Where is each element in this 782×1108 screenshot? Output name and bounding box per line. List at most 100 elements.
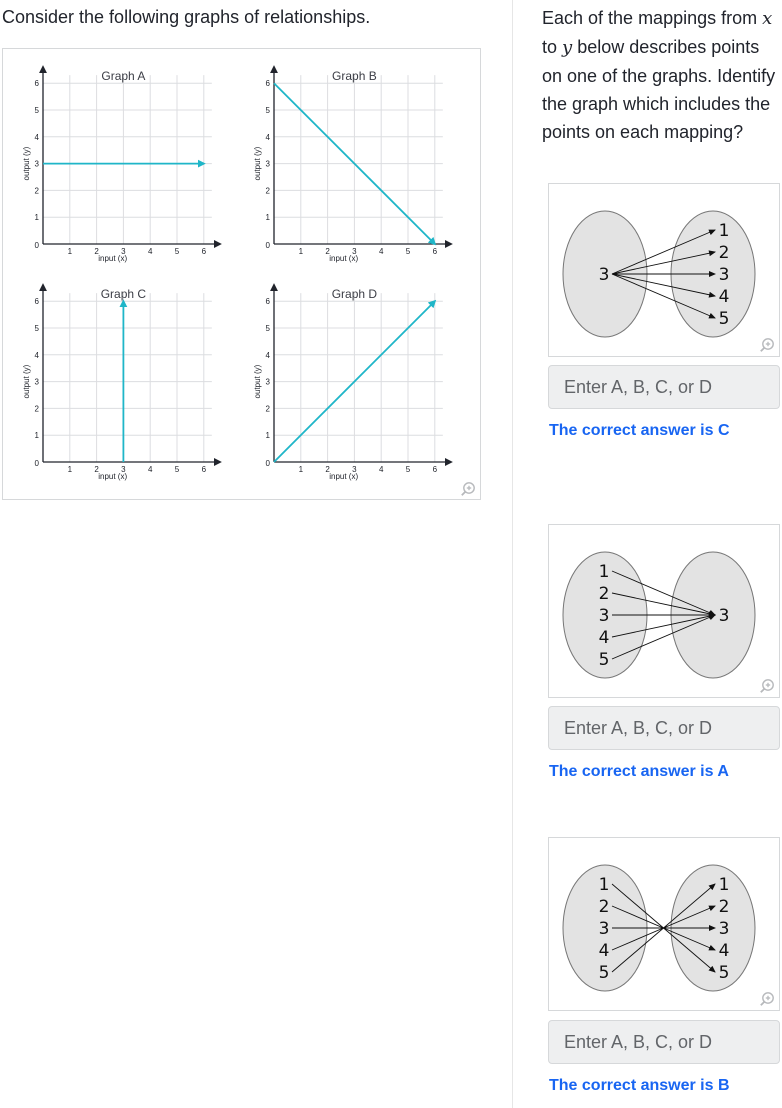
origin-label: 0 <box>266 459 271 468</box>
feedback-2: The correct answer is A <box>549 763 729 780</box>
x-tick-label: 2 <box>325 247 330 256</box>
y-axis-label: output (y) <box>22 146 31 180</box>
answer-input-3[interactable] <box>548 1020 780 1064</box>
mapping-arrow <box>611 570 716 616</box>
range-value: 5 <box>719 963 730 983</box>
x-axis-label: input (x) <box>98 254 127 263</box>
origin-label: 0 <box>35 459 40 468</box>
domain-value: 1 <box>599 562 610 582</box>
graphs-svg: 1 1 2 2 3 3 4 4 5 5 6 6 0 Graph A input (x) output (y) 1… <box>22 65 453 481</box>
domain-value: 3 <box>599 919 610 939</box>
x-tick-label: 5 <box>175 465 180 474</box>
y-tick-label: 5 <box>35 324 40 333</box>
y-tick-label: 2 <box>266 186 271 195</box>
x-tick-label: 2 <box>94 465 99 474</box>
x-tick-label: 1 <box>299 465 304 474</box>
domain-value: 4 <box>599 941 610 961</box>
prompt-part1: Each of the mappings from <box>542 8 763 28</box>
range-value: 4 <box>719 941 730 961</box>
range-value: 2 <box>719 243 730 263</box>
mapping-arrow <box>611 614 716 660</box>
answer-input-2[interactable] <box>548 706 780 750</box>
y-tick-label: 2 <box>266 404 271 413</box>
relationship-line <box>273 299 437 463</box>
origin-label: 0 <box>266 241 271 250</box>
x-tick-label: 6 <box>433 465 438 474</box>
graphs-figure: 1 1 2 2 3 3 4 4 5 5 6 6 0 Graph A input (x) output (y) 1… <box>2 48 481 500</box>
y-tick-label: 6 <box>266 79 271 88</box>
y-tick-label: 5 <box>35 106 40 115</box>
y-tick-label: 1 <box>35 431 40 440</box>
x-tick-label: 1 <box>68 465 73 474</box>
graph-title: Graph B <box>332 69 377 83</box>
relationship-line <box>273 82 437 246</box>
range-value: 5 <box>719 309 730 329</box>
x-axis-label: input (x) <box>98 472 127 481</box>
y-tick-label: 6 <box>35 297 40 306</box>
y-axis-label: output (y) <box>22 364 31 398</box>
x-tick-label: 4 <box>379 247 384 256</box>
x-tick-label: 3 <box>121 247 126 256</box>
answer-input-1[interactable] <box>548 365 780 409</box>
prompt-part3: below describes points on one of the gra… <box>542 37 776 142</box>
y-tick-label: 1 <box>35 213 40 222</box>
y-tick-label: 3 <box>266 160 271 169</box>
feedback-1: The correct answer is C <box>549 422 730 439</box>
mapping-arrow <box>611 250 716 275</box>
intro-text: Consider the following graphs of relatio… <box>2 7 371 27</box>
y-axis-label: output (y) <box>253 364 262 398</box>
y-tick-label: 2 <box>35 186 40 195</box>
x-tick-label: 6 <box>433 247 438 256</box>
x-tick-label: 3 <box>121 465 126 474</box>
range-value: 4 <box>719 287 730 307</box>
domain-value: 3 <box>599 265 610 285</box>
x-tick-label: 1 <box>68 247 73 256</box>
y-tick-label: 4 <box>266 351 271 360</box>
x-tick-label: 3 <box>352 465 357 474</box>
zoom-icon[interactable] <box>759 337 775 353</box>
x-tick-label: 2 <box>325 465 330 474</box>
y-tick-label: 6 <box>35 79 40 88</box>
y-tick-label: 3 <box>266 378 271 387</box>
graph-title: Graph A <box>101 69 145 83</box>
domain-value: 2 <box>599 897 610 917</box>
question-prompt: Each of the mappings from x to y below d… <box>542 4 780 146</box>
x-tick-label: 5 <box>406 247 411 256</box>
mapping-arrow <box>611 273 716 319</box>
x-axis-label: input (x) <box>329 472 358 481</box>
x-tick-label: 3 <box>352 247 357 256</box>
y-tick-label: 3 <box>35 160 40 169</box>
range-value: 3 <box>719 606 730 626</box>
x-tick-label: 4 <box>379 465 384 474</box>
y-tick-label: 1 <box>266 431 271 440</box>
y-tick-label: 1 <box>266 213 271 222</box>
mapping-arrow <box>611 592 716 617</box>
domain-value: 5 <box>599 963 610 983</box>
zoom-icon[interactable] <box>759 991 775 1007</box>
prompt-part2: to <box>542 37 563 57</box>
column-divider <box>512 0 513 1108</box>
x-tick-label: 4 <box>148 465 153 474</box>
x-tick-label: 5 <box>406 465 411 474</box>
x-axis-label: input (x) <box>329 254 358 263</box>
mapping-arrow <box>611 273 716 298</box>
y-tick-label: 3 <box>35 378 40 387</box>
mapping-arrow <box>611 883 716 973</box>
zoom-icon[interactable] <box>759 678 775 694</box>
domain-value: 5 <box>599 650 610 670</box>
domain-value: 1 <box>599 875 610 895</box>
zoom-icon[interactable] <box>460 481 476 497</box>
range-value: 3 <box>719 919 730 939</box>
x-tick-label: 2 <box>94 247 99 256</box>
range-value: 3 <box>719 265 730 285</box>
y-tick-label: 5 <box>266 324 271 333</box>
y-tick-label: 5 <box>266 106 271 115</box>
